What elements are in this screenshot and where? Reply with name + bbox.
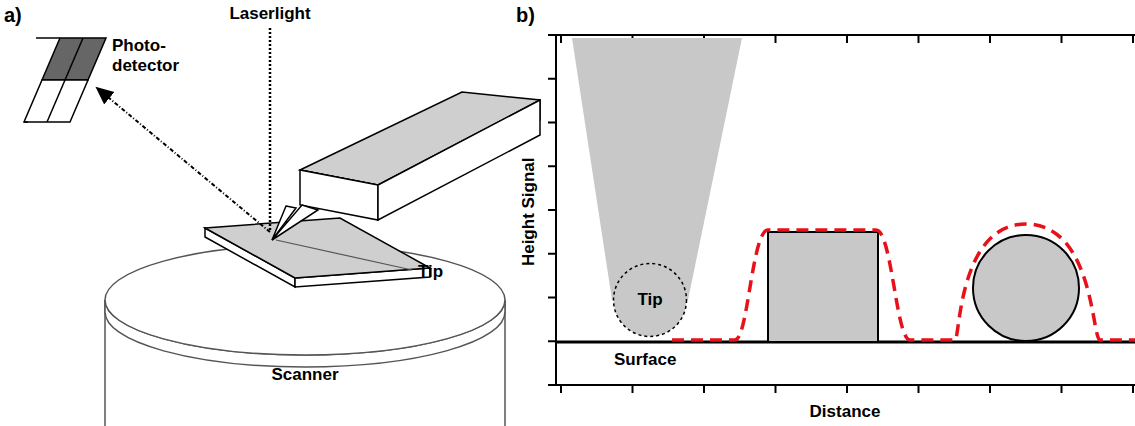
axis-tick — [548, 340, 556, 342]
axis-tick — [548, 122, 556, 124]
axis-tick — [548, 165, 556, 167]
axis-tick — [918, 35, 920, 43]
axis-title: Height Signal — [518, 158, 538, 267]
photodetector — [24, 38, 106, 122]
reflected-beam — [97, 88, 270, 232]
axis-tick — [703, 385, 705, 393]
part-name: Tip — [418, 262, 443, 282]
axis-tick — [846, 385, 848, 393]
round-object — [973, 235, 1079, 341]
axis-tick — [548, 384, 556, 386]
axis-tick — [560, 385, 562, 393]
scanner-label-box: Scanner — [250, 360, 360, 390]
square-object — [768, 232, 878, 342]
panel-letter: b) — [516, 4, 535, 27]
tip-cone — [572, 38, 742, 300]
laser-beam — [269, 28, 272, 232]
plot-frame — [556, 35, 1135, 385]
axis-tick — [989, 35, 991, 43]
node-label: Tip — [637, 290, 662, 310]
tip-leader — [276, 240, 412, 270]
axis-tick — [1061, 385, 1063, 393]
axis-tick — [989, 385, 991, 393]
height-trace — [672, 224, 1135, 340]
axis-label: Surface — [614, 350, 676, 370]
axis-tick — [548, 297, 556, 299]
axis-tick — [1061, 35, 1063, 43]
axis-tick — [1132, 385, 1134, 393]
axis-tick — [632, 385, 634, 393]
part-name: Photo- detector — [112, 36, 192, 75]
axis-tick — [548, 34, 556, 36]
axis-tick — [775, 385, 777, 393]
axis-tick — [775, 35, 777, 43]
part-name: Laserlight — [229, 4, 310, 24]
axis-tick — [548, 78, 556, 80]
node-label: Scanner — [271, 365, 338, 385]
axis-tick — [548, 209, 556, 211]
axis-tick — [1132, 35, 1134, 43]
axis-tick — [560, 35, 562, 43]
cantilever — [272, 92, 540, 240]
tip-circle: Tip — [612, 262, 688, 338]
axis-tick — [846, 35, 848, 43]
axis-tick — [918, 385, 920, 393]
axis-title: Distance — [810, 402, 881, 422]
axis-tick — [548, 253, 556, 255]
panel-letter: a) — [4, 4, 22, 27]
axis-ticks — [548, 35, 1133, 393]
sample-plate — [205, 218, 430, 287]
